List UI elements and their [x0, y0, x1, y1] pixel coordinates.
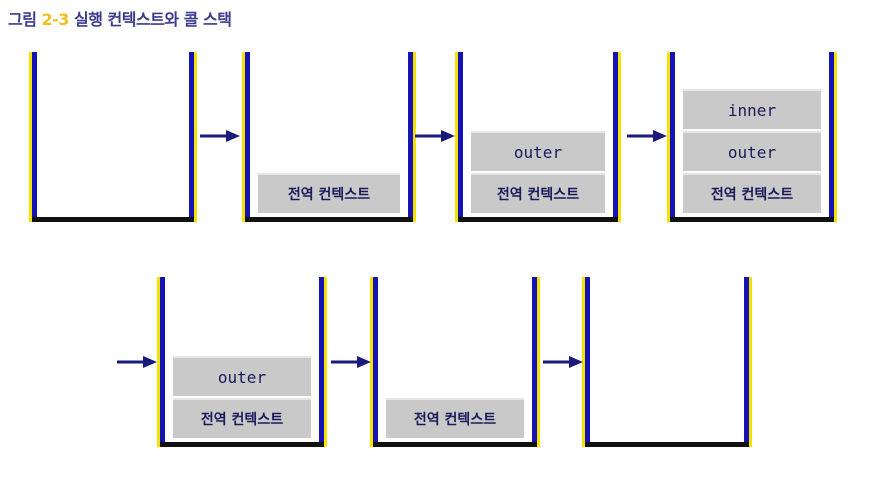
stack-left-wall: [582, 277, 590, 447]
figure-label: 그림: [8, 10, 37, 29]
frame-outer: outer: [471, 131, 605, 171]
frame-inner: inner: [683, 89, 821, 129]
flow-arrow-icon: [117, 356, 157, 368]
flow-arrow-icon: [331, 356, 371, 368]
frame-global-context: 전역 컨텍스트: [683, 173, 821, 213]
figure-title: 그림 2-3 실행 컨텍스트와 콜 스택: [8, 6, 232, 30]
frame-global-context: 전역 컨텍스트: [173, 398, 311, 438]
stack-left-wall: [242, 52, 250, 222]
stack-floor: [585, 442, 749, 447]
stack-floor: [458, 217, 618, 222]
stack-right-wall: [532, 277, 540, 447]
stack-floor: [160, 442, 324, 447]
call-stack-1: [29, 52, 197, 222]
figure-number: 2-3: [41, 10, 70, 29]
frame-outer: outer: [173, 356, 311, 396]
figure-caption: 실행 컨텍스트와 콜 스택: [74, 10, 232, 29]
stack-left-wall: [29, 52, 37, 222]
stack-floor: [32, 217, 194, 222]
call-stack-7: [582, 277, 752, 447]
stack-floor: [245, 217, 413, 222]
stack-left-wall: [667, 52, 675, 222]
stack-right-wall: [319, 277, 327, 447]
frame-global-context: 전역 컨텍스트: [258, 173, 400, 213]
flow-arrow-icon: [627, 130, 667, 142]
frame-global-context: 전역 컨텍스트: [471, 173, 605, 213]
flow-arrow-icon: [200, 130, 240, 142]
frame-outer: outer: [683, 131, 821, 171]
stack-right-wall: [613, 52, 621, 222]
stack-left-wall: [370, 277, 378, 447]
stack-floor: [670, 217, 834, 222]
stack-right-wall: [408, 52, 416, 222]
stack-left-wall: [455, 52, 463, 222]
stack-right-wall: [829, 52, 837, 222]
stack-right-wall: [744, 277, 752, 447]
flow-arrow-icon: [543, 356, 583, 368]
stack-floor: [373, 442, 537, 447]
call-stack-6: 전역 컨텍스트: [370, 277, 540, 447]
flow-arrow-icon: [415, 130, 455, 142]
frame-global-context: 전역 컨텍스트: [386, 398, 524, 438]
stack-left-wall: [157, 277, 165, 447]
call-stack-2: 전역 컨텍스트: [242, 52, 416, 222]
stack-right-wall: [189, 52, 197, 222]
